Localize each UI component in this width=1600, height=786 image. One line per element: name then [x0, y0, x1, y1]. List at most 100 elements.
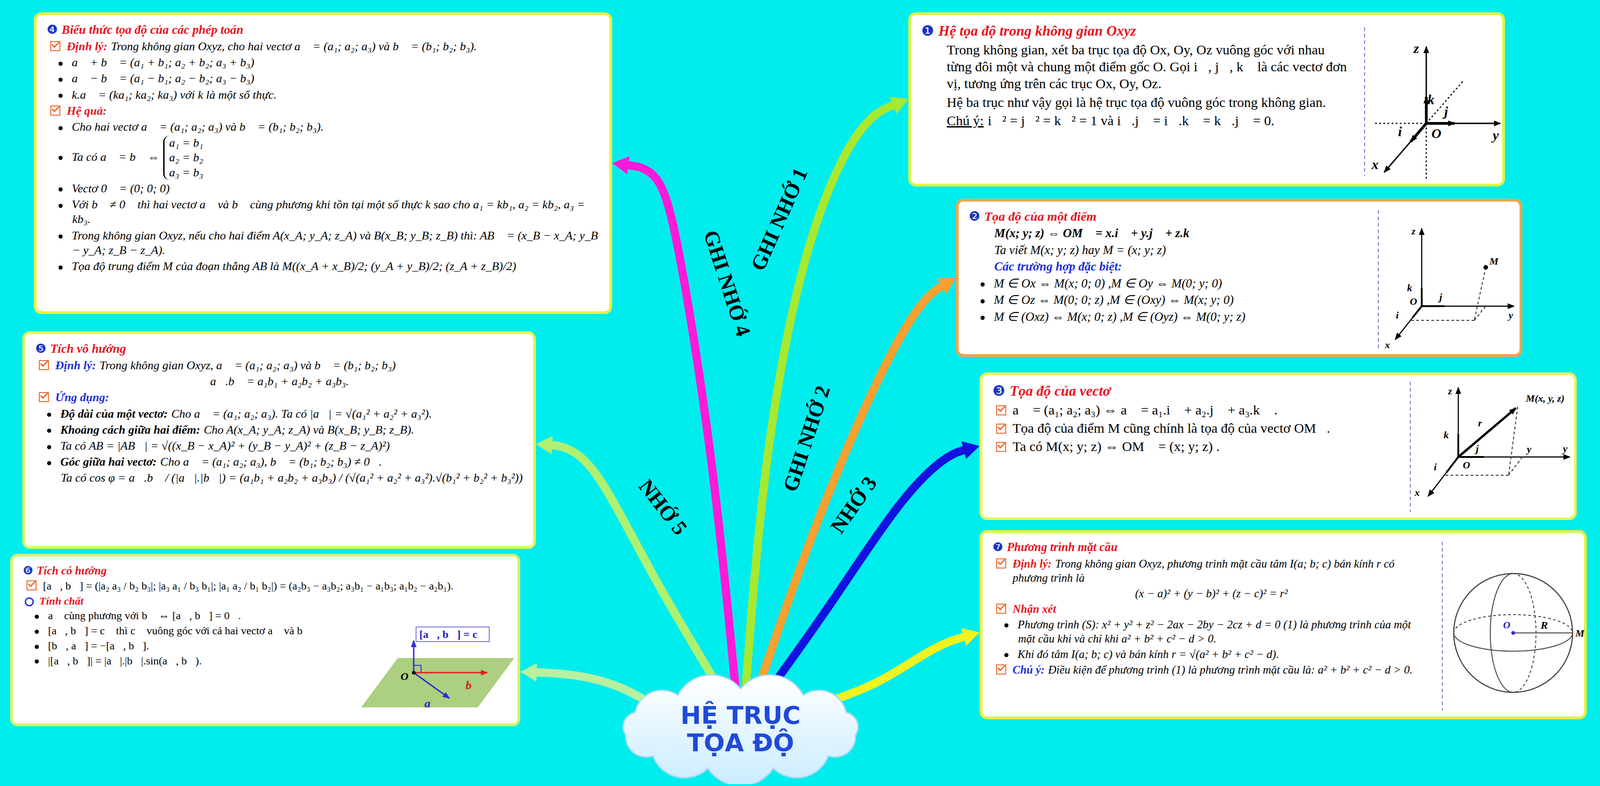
- unit-vector: [1420, 288, 1423, 307]
- right-angle-mark: [413, 665, 422, 673]
- meridian-back: [1513, 573, 1536, 693]
- figure-label-anchor: i⃗: [1395, 310, 1407, 321]
- body-text: Ta có AB = |AB⃗| = √((x_B − x_A)² + (y_B…: [60, 439, 390, 453]
- text-row: a⃗ = (a₁; a₂; a₃) ⇔ a⃗ = a₁.i⃗ + a₂.j⃗ +…: [990, 401, 1399, 419]
- check-tick: [997, 404, 1006, 413]
- figure-label: M: [1489, 255, 1499, 267]
- note-label: Chú ý:: [946, 112, 984, 128]
- bold-text: Góc giữa hai vectơ:: [60, 455, 157, 469]
- text-row: a⃗ cùng phương với b⃗ ⇔ [a⃗, b⃗] = 0⃗.: [21, 609, 509, 624]
- body-text: Cho a⃗ = (a₁; a₂; a₃), b⃗ = (b₁; b₂; b₃)…: [160, 455, 383, 469]
- figure-label: O: [1431, 125, 1442, 141]
- branch-line: [820, 636, 967, 705]
- origin-dot: [411, 671, 416, 675]
- figure-label-anchor: y: [1562, 443, 1568, 454]
- figure-label-anchor: M: [1575, 628, 1585, 639]
- number-badge: ❺: [35, 341, 47, 356]
- text-row: ❷Tọa độ của một điểm: [966, 208, 1367, 225]
- divider-line: [1441, 541, 1443, 711]
- body-text: a⃗ − b⃗ = (a₁ − b₁; a₂ − b₂; a₃ − b₃): [71, 71, 255, 86]
- x-axis: [1384, 123, 1427, 173]
- number-badge: ❻: [22, 564, 34, 578]
- x-axis: [1395, 306, 1422, 340]
- central-cloud: HỆ TRỤC TỌA ĐỘ: [608, 670, 874, 785]
- text-row: Với b⃗ ≠ 0⃗ thì hai vectơ a⃗ và b⃗ cùng …: [44, 197, 601, 227]
- body-text: Cho A(x_A; y_A; z_A) và B(x_B; y_B; z_B)…: [203, 423, 415, 437]
- bullet-dot: [47, 461, 52, 466]
- bullet-dot: [58, 77, 63, 82]
- figure-label-anchor: x: [1414, 487, 1420, 498]
- body-text: a⃗.b⃗ = a₁b₁ + a₂b₂ + a₃b₃.: [210, 374, 349, 389]
- meridian-front: [1490, 573, 1514, 693]
- note-box: ❶Hệ tọa độ trong không gian OxyzTrong kh…: [908, 12, 1505, 187]
- check-mark: [996, 423, 1007, 434]
- figure-label-anchor: M(x, y, z): [1525, 393, 1565, 404]
- point-figure: [1378, 210, 1515, 350]
- bullet-dot: [58, 93, 63, 98]
- figure-label: z: [1411, 225, 1416, 237]
- figure-label-anchor: O: [1431, 126, 1442, 141]
- number-badge: ❷: [968, 208, 981, 224]
- text-row: ❼Phương trình mặt cầu: [990, 539, 1431, 556]
- text-row: M ∈ Oz ⇔ M(0; 0; z) ,M ∈ (Oxy) ⇔ M(x; y;…: [966, 292, 1367, 308]
- text-row: Tính chất: [21, 594, 509, 609]
- figure-label: O: [1503, 619, 1511, 631]
- body-text: Vectơ 0⃗ = (0; 0; 0): [71, 181, 170, 196]
- branch-label-anchor: NHỚ 3: [824, 470, 884, 541]
- figure-label-anchor: y: [1508, 310, 1514, 321]
- body-text: Điều kiện để phương trình (1) là phương …: [1048, 663, 1413, 677]
- heading-text: Phương trình mặt cầu: [1006, 540, 1118, 555]
- keyword-label: Các trường hợp đặc biệt:: [994, 259, 1122, 274]
- body-text: a₃ = b₃: [169, 165, 204, 181]
- dotted-line: [1425, 123, 1428, 181]
- heading-text: Hệ tọa độ trong không gian Oxyz: [938, 22, 1136, 39]
- number-badge: ❹: [46, 22, 58, 37]
- z-axis: [1457, 387, 1460, 458]
- body-text: Tọa độ của điểm M cũng chính là tọa độ c…: [1012, 420, 1331, 436]
- text-row: Độ dài của một vectơ:Cho a⃗ = (a₁; a₂; a…: [33, 406, 524, 422]
- divider-line: [1364, 27, 1366, 176]
- body-text: Cho a⃗ = (a₁; a₂; a₃). Ta có |a⃗| = √(a₁…: [171, 407, 432, 421]
- text-row: Định lý:Trong không gian Oxyz, a⃗ = (a₁;…: [33, 358, 524, 374]
- keyword-label: Tính chất: [39, 595, 84, 608]
- check-tick: [51, 39, 60, 48]
- bullet-dot: [1004, 653, 1009, 658]
- body-text: [b⃗, a⃗] = −[a⃗, b⃗].: [48, 640, 150, 652]
- figure-label-anchor: x: [1385, 340, 1391, 351]
- body-text: Tọa độ trung điểm M của đoạn thẳng AB là…: [71, 259, 517, 273]
- note-box: ❺Tích vô hướngĐịnh lý:Trong không gian O…: [22, 331, 536, 550]
- figure-label-anchor: x: [1371, 157, 1379, 172]
- text-row: Tọa độ của điểm M cũng chính là tọa độ c…: [990, 419, 1399, 437]
- text-row: |[a⃗, b⃗]| = |a⃗|.|b⃗|.sin(a⃗, b⃗).: [21, 654, 509, 669]
- axis-lines: [1395, 228, 1515, 340]
- figure-label: z: [1413, 40, 1419, 56]
- check-mark: [38, 392, 49, 403]
- divider-line: [1377, 210, 1379, 350]
- figure-label: k⃗: [1407, 282, 1420, 294]
- text-row: M(x; y; z) ⇔ OM⃗ = x.i⃗ + y.j⃗ + z.k⃗: [966, 225, 1367, 241]
- ring-bullet: [24, 597, 34, 607]
- bullet-dot: [980, 299, 985, 304]
- point-dot: [1483, 265, 1488, 270]
- body-text: M ∈ Oz ⇔ M(0; 0; z) ,M ∈ (Oxy) ⇔ M(x; y;…: [993, 293, 1234, 307]
- branch-label-anchor: GHI NHỚ 1: [745, 161, 814, 277]
- text-row: Định lý:Trong không gian Oxyz, phương tr…: [990, 556, 1431, 586]
- axis-extensions: [1373, 81, 1463, 181]
- figure-label: j⃗: [1439, 291, 1450, 303]
- axis-lines: [1384, 46, 1501, 173]
- body-text: Ta có M(x; y; z) ⇔ OM⃗ = (x; y; z) .: [1012, 438, 1220, 454]
- unit-vector: [1426, 122, 1455, 125]
- body-text: (x − a)² + (y − b)² + (z − c)² = r²: [1135, 587, 1288, 600]
- text-row: a⃗.b⃗ = a₁b₁ + a₂b₂ + a₃b₃.: [33, 374, 524, 390]
- heading-text: Biểu thức tọa độ của các phép toán: [61, 22, 244, 37]
- body-text: a⃗ cùng phương với b⃗ ⇔ [a⃗, b⃗] = 0⃗.: [48, 609, 241, 622]
- text-row: ❻Tích có hướng: [21, 563, 509, 579]
- check-mark: [996, 558, 1007, 569]
- text-row: Ta viết M(x; y; z) hay M = (x; y; z): [966, 242, 1367, 258]
- unit-vector: [1446, 457, 1459, 473]
- figure-label-anchor: y: [1492, 128, 1499, 143]
- radius-line: [1513, 632, 1573, 634]
- figure-label: M(x, y, z): [1525, 392, 1565, 405]
- text-row: Ta có M(x; y; z) ⇔ OM⃗ = (x; y; z) .: [990, 437, 1399, 455]
- text-row: Hệ ba trục như vậy gọi là hệ trục tọa độ…: [919, 93, 1353, 111]
